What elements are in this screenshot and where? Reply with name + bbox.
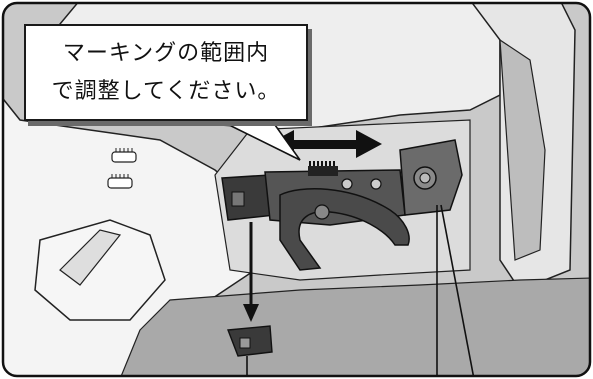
screw <box>341 178 353 190</box>
left-block-window <box>231 191 245 207</box>
curved-lever <box>279 188 410 271</box>
gear-icon <box>308 161 338 176</box>
handle-grip <box>59 229 122 286</box>
clip-icon <box>111 148 137 163</box>
right-housing-recess <box>499 38 546 261</box>
lever-pivot <box>314 204 330 220</box>
leader-line <box>440 204 475 376</box>
clip-icon <box>107 174 133 189</box>
screw <box>370 178 382 190</box>
callout-line-1: マーキングの範囲内 <box>62 40 270 66</box>
device-handle <box>34 219 166 321</box>
right-block-knob-center <box>419 172 431 184</box>
down-arrow-icon <box>243 222 259 322</box>
callout-line-2: で調整してください。 <box>51 78 281 104</box>
small-clip-part <box>227 325 273 376</box>
instruction-callout: マーキングの範囲内 で調整してください。 <box>24 24 308 121</box>
